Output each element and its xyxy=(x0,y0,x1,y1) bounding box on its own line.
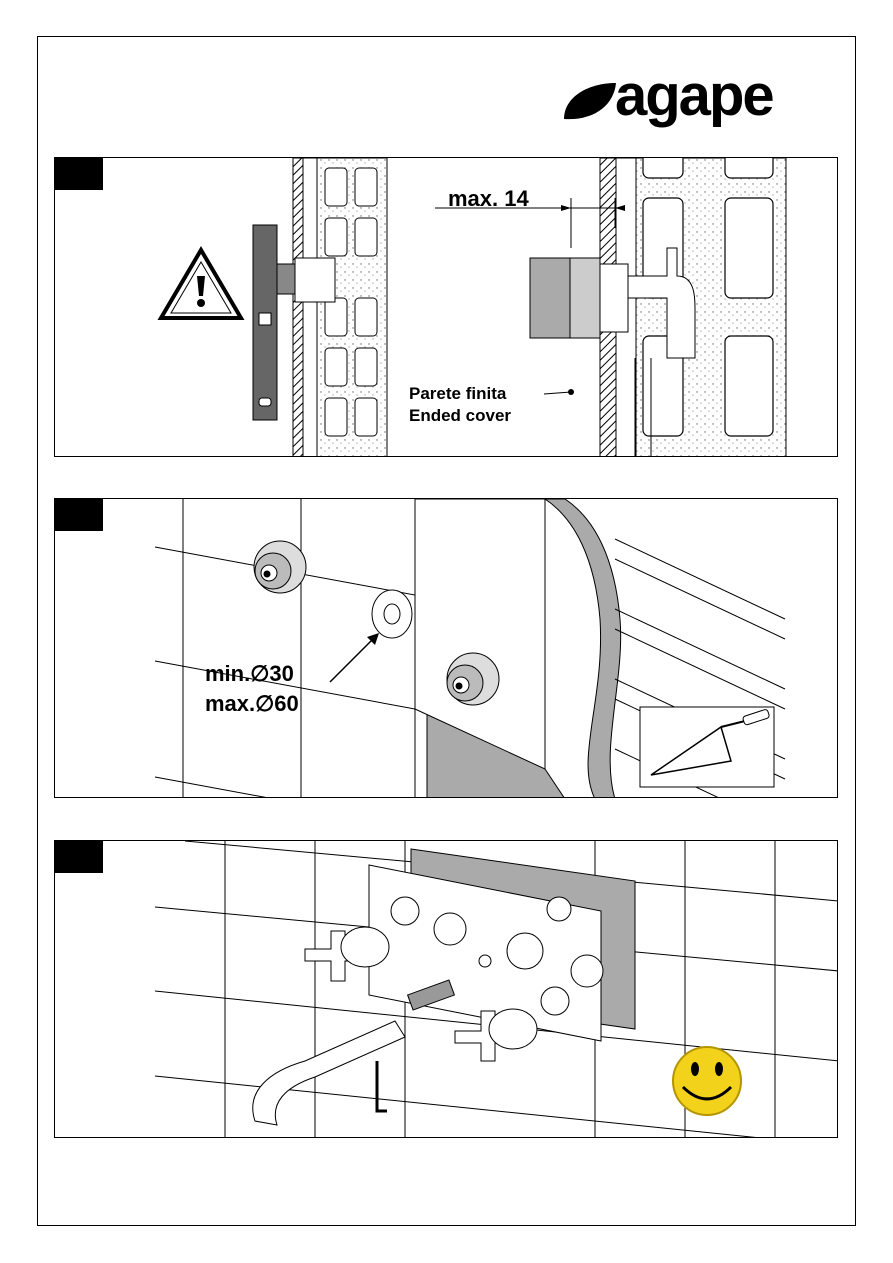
step-2-panel: min.∅30 max.∅60 xyxy=(54,498,838,798)
warning-icon xyxy=(161,250,241,318)
trowel-icon xyxy=(640,707,774,787)
step-2-illustration xyxy=(55,499,838,798)
step-3-panel xyxy=(54,840,838,1138)
max-diameter-label: max.∅60 xyxy=(205,691,299,717)
step-3-illustration xyxy=(55,841,838,1138)
min-diameter-label: min.∅30 xyxy=(205,661,294,687)
agape-logo: agape xyxy=(560,70,820,130)
leaf-icon xyxy=(560,75,620,135)
smiley-icon xyxy=(673,1047,741,1115)
finished-wall-label-en: Ended cover xyxy=(409,406,511,426)
max-14-label: max. 14 xyxy=(448,186,529,212)
brand-name: agape xyxy=(615,62,773,129)
finished-wall-label-it: Parete finita xyxy=(409,384,506,404)
step-1-panel: max. 14 Parete finita Ended cover xyxy=(54,157,838,457)
